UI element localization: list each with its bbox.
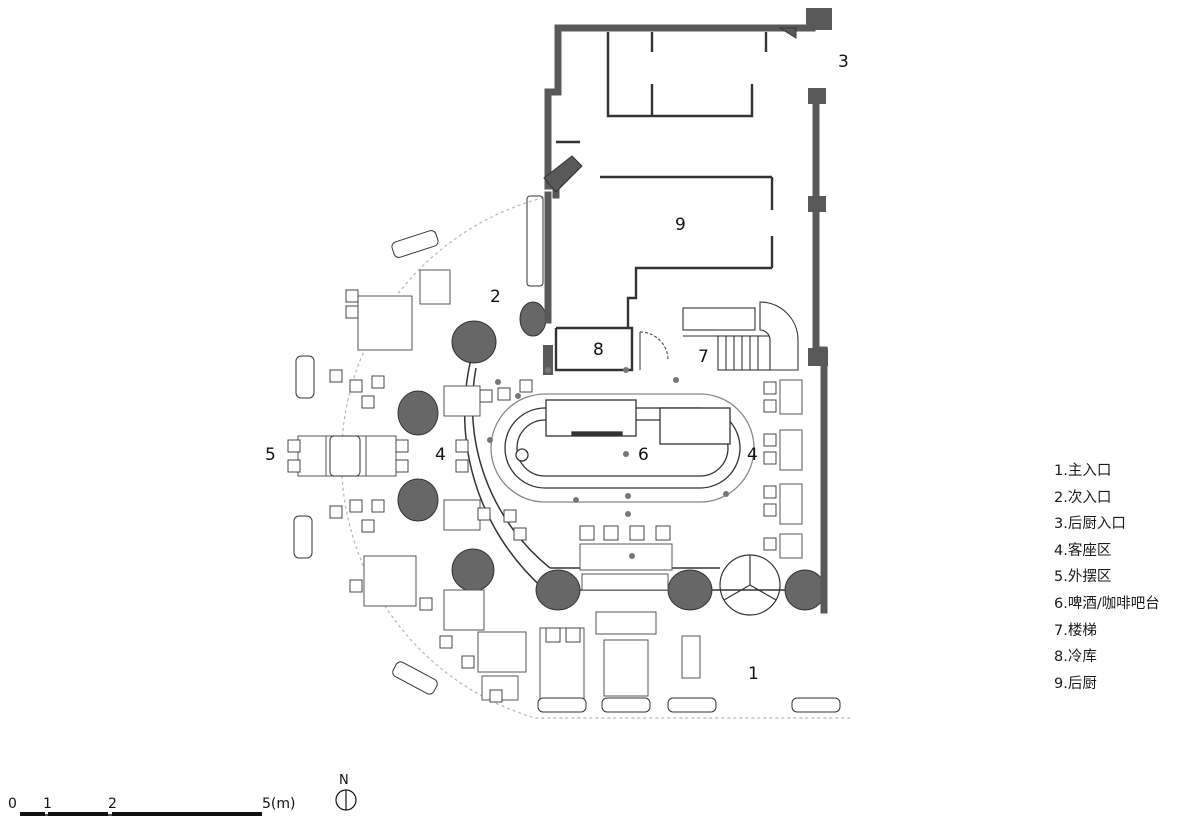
scale-bar: 0 1 2 5(m) (8, 796, 295, 816)
revolving-door (719, 554, 781, 616)
door-swing (526, 27, 797, 370)
zone-labels: 1 2 3 4 4 5 6 7 8 9 (265, 52, 849, 684)
legend-item: 2.次入口 (1054, 489, 1112, 506)
zone-label-3: 3 (838, 52, 849, 72)
tables (297, 269, 803, 701)
zone-label-9: 9 (675, 215, 686, 235)
legend-item: 1.主入口 (1054, 463, 1112, 479)
ring-columns (397, 301, 826, 611)
chairs (287, 289, 777, 711)
zone-label-4-right: 4 (747, 445, 758, 465)
zone-label-6: 6 (638, 445, 649, 465)
zone-label-7: 7 (698, 347, 709, 367)
zone-label-8: 8 (593, 340, 604, 360)
outdoor-benches (293, 230, 841, 713)
legend-item: 5.外摆区 (1054, 569, 1112, 586)
legend-item: 9.后厨 (1054, 675, 1097, 692)
north-arrow-label: N (339, 773, 349, 788)
zone-label-2: 2 (490, 287, 501, 307)
bar-counter (490, 393, 755, 503)
scale-tick-1: 1 (43, 796, 52, 812)
scale-tick-2: 2 (108, 796, 117, 812)
scale-tick-5m: 5(m) (262, 796, 295, 812)
zone-label-4-left: 4 (435, 445, 446, 465)
scale-tick-0: 0 (8, 796, 17, 812)
zone-label-1: 1 (748, 664, 759, 684)
legend-item: 4.客座区 (1054, 542, 1112, 559)
legend-item: 3.后厨入口 (1054, 516, 1126, 533)
legend: 1.主入口 2.次入口 3.后厨入口 4.客座区 5.外摆区 6.啤酒/咖啡吧台… (1054, 458, 1200, 697)
north-arrow-icon: N (335, 773, 357, 811)
legend-item: 7.楼梯 (1054, 622, 1097, 639)
interior-walls (554, 32, 774, 372)
posts (487, 367, 729, 559)
zone-label-5: 5 (265, 445, 276, 465)
legend-item: 6.啤酒/咖啡吧台 (1054, 595, 1160, 612)
staircase (682, 301, 799, 371)
legend-item: 8.冷库 (1054, 649, 1097, 666)
